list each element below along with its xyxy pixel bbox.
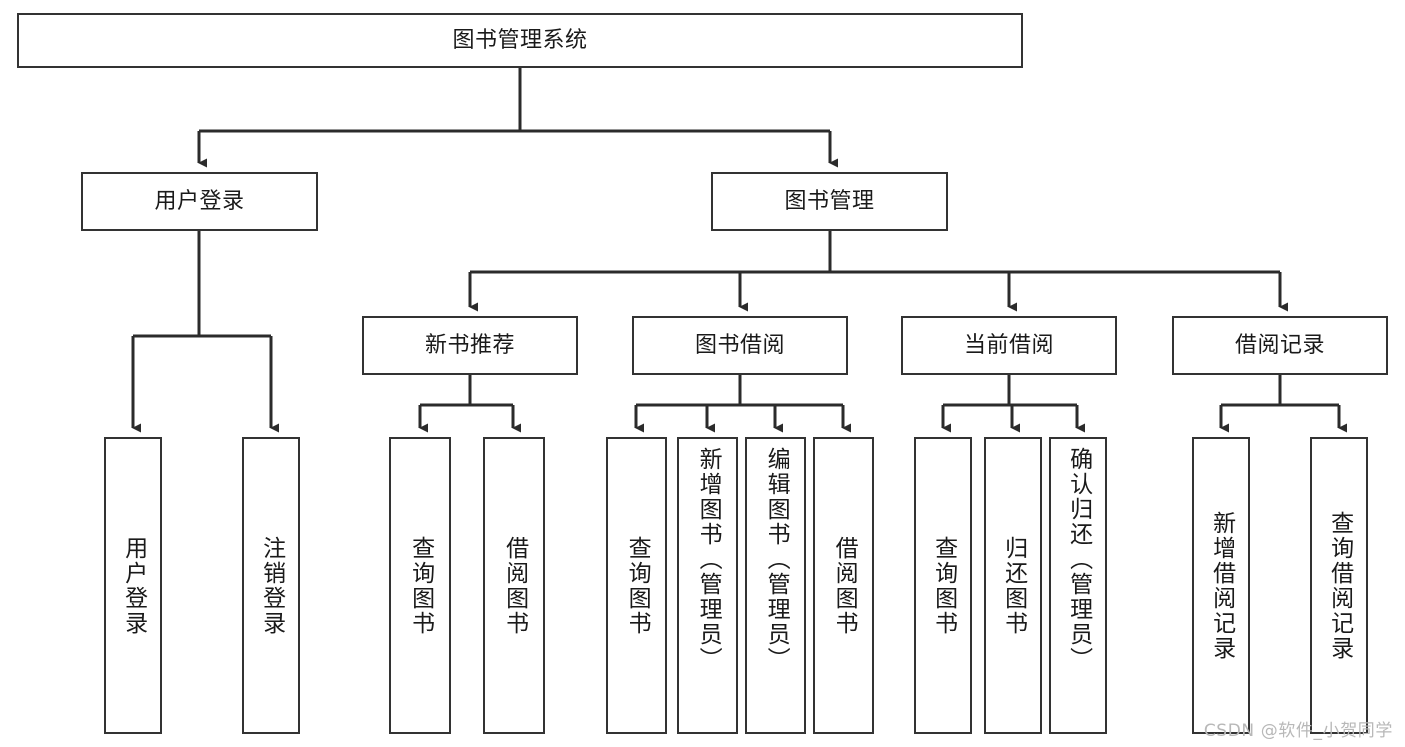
node-leaf-query-book-2[interactable]: 查询图书 (606, 437, 667, 734)
node-borrow-record-label: 借阅记录 (1234, 332, 1325, 358)
node-leaf-query-book-1[interactable]: 查询图书 (389, 437, 451, 734)
node-leaf-borrow-book-1[interactable]: 借阅图书 (483, 437, 545, 734)
node-leaf-query-book-2-label: 查询图书 (624, 535, 651, 636)
node-book-management[interactable]: 图书管理 (711, 172, 948, 231)
node-leaf-borrow-book-1-label: 借阅图书 (501, 535, 528, 636)
node-user-login-label: 用户登录 (154, 188, 245, 214)
node-leaf-edit-book-admin-label: 编辑图书（管理员） (763, 447, 790, 672)
node-leaf-return-book-label: 归还图书 (1000, 535, 1027, 636)
node-leaf-logout-login-label: 注销登录 (258, 535, 285, 636)
node-user-login[interactable]: 用户登录 (81, 172, 318, 231)
node-book-borrow-label: 图书借阅 (694, 332, 785, 358)
node-borrow-record[interactable]: 借阅记录 (1172, 316, 1388, 375)
node-book-borrow[interactable]: 图书借阅 (632, 316, 848, 375)
node-leaf-borrow-book-2-label: 借阅图书 (831, 535, 858, 636)
node-leaf-logout-login[interactable]: 注销登录 (242, 437, 300, 734)
node-leaf-query-borrow-record-label: 查询借阅记录 (1326, 510, 1353, 661)
node-leaf-query-book-3[interactable]: 查询图书 (914, 437, 972, 734)
node-book-management-label: 图书管理 (784, 188, 875, 214)
node-new-book-recommend[interactable]: 新书推荐 (362, 316, 578, 375)
node-leaf-query-borrow-record[interactable]: 查询借阅记录 (1310, 437, 1368, 734)
node-new-book-recommend-label: 新书推荐 (424, 332, 515, 358)
node-root[interactable]: 图书管理系统 (17, 13, 1023, 68)
node-leaf-confirm-return-admin[interactable]: 确认归还（管理员） (1049, 437, 1107, 734)
node-leaf-user-login-label: 用户登录 (120, 535, 147, 636)
node-leaf-add-borrow-record[interactable]: 新增借阅记录 (1192, 437, 1250, 734)
node-current-borrow-label: 当前借阅 (963, 332, 1054, 358)
node-leaf-return-book[interactable]: 归还图书 (984, 437, 1042, 734)
node-leaf-add-borrow-record-label: 新增借阅记录 (1208, 510, 1235, 661)
node-leaf-borrow-book-2[interactable]: 借阅图书 (813, 437, 874, 734)
node-root-label: 图书管理系统 (452, 27, 588, 53)
node-leaf-query-book-1-label: 查询图书 (407, 535, 434, 636)
node-leaf-add-book-admin-label: 新增图书（管理员） (695, 447, 722, 672)
node-leaf-confirm-return-admin-label: 确认归还（管理员） (1065, 447, 1092, 672)
node-leaf-query-book-3-label: 查询图书 (930, 535, 957, 636)
node-leaf-user-login[interactable]: 用户登录 (104, 437, 162, 734)
node-current-borrow[interactable]: 当前借阅 (901, 316, 1117, 375)
csdn-watermark: CSDN @软件_小贺同学 (1203, 721, 1393, 741)
node-leaf-edit-book-admin[interactable]: 编辑图书（管理员） (745, 437, 806, 734)
node-leaf-add-book-admin[interactable]: 新增图书（管理员） (677, 437, 738, 734)
